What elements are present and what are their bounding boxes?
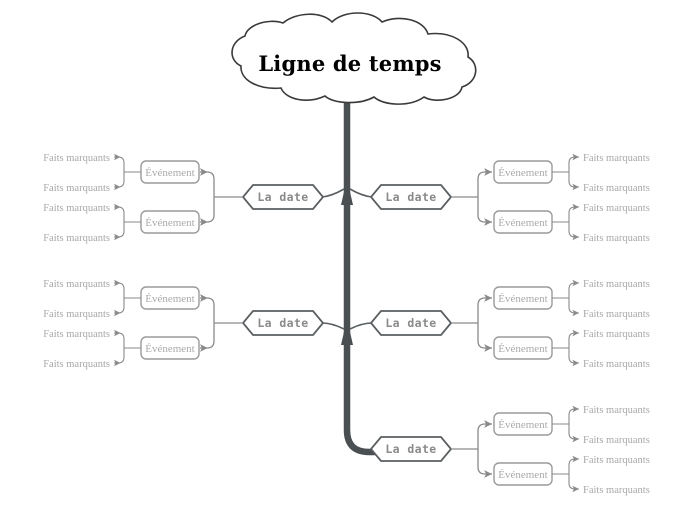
branch-right-3: La date Événement Faits marquants Faits … bbox=[369, 405, 650, 496]
fact-label: Faits marquants bbox=[583, 279, 650, 290]
date-node-left-1[interactable]: La date bbox=[241, 184, 325, 210]
fact-label: Faits marquants bbox=[43, 233, 110, 244]
fact-label: Faits marquants bbox=[43, 309, 110, 320]
date-node-left-2[interactable]: La date bbox=[241, 310, 325, 336]
event-node-left-2-b[interactable]: Événement bbox=[140, 336, 200, 360]
fact-label: Faits marquants bbox=[583, 233, 650, 244]
event-node-left-1-b[interactable]: Événement bbox=[140, 210, 200, 234]
event-node-right-1-a[interactable]: Événement bbox=[493, 160, 553, 184]
event-label: Événement bbox=[498, 293, 547, 305]
date-label: La date bbox=[385, 316, 436, 330]
event-label: Événement bbox=[145, 217, 194, 229]
fact-label: Faits marquants bbox=[583, 329, 650, 340]
root-cloud-node[interactable]: Ligne de temps bbox=[231, 12, 477, 105]
branch-right-2: La date Événement Faits marquants Faits … bbox=[349, 279, 650, 370]
fact-label: Faits marquants bbox=[583, 359, 650, 370]
central-trunk bbox=[341, 91, 385, 456]
event-node-right-2-b[interactable]: Événement bbox=[493, 336, 553, 360]
branch-right-1: La date Événement Faits marquants Faits … bbox=[349, 153, 650, 244]
date-label: La date bbox=[257, 316, 308, 330]
fact-label: Faits marquants bbox=[583, 153, 650, 164]
event-node-right-2-a[interactable]: Événement bbox=[493, 286, 553, 310]
event-label: Événement bbox=[498, 419, 547, 431]
fact-label: Faits marquants bbox=[583, 203, 650, 214]
fact-label: Faits marquants bbox=[583, 435, 650, 446]
event-node-left-2-a[interactable]: Événement bbox=[140, 286, 200, 310]
date-label: La date bbox=[257, 190, 308, 204]
event-label: Événement bbox=[498, 167, 547, 179]
event-label: Événement bbox=[145, 293, 194, 305]
fact-label: Faits marquants bbox=[43, 203, 110, 214]
branch-left-1: La date Événement Faits marquants Faits … bbox=[43, 153, 345, 244]
event-node-right-3-b[interactable]: Événement bbox=[493, 462, 553, 486]
fact-label: Faits marquants bbox=[43, 153, 110, 164]
event-node-right-1-b[interactable]: Événement bbox=[493, 210, 553, 234]
event-label: Événement bbox=[498, 343, 547, 355]
event-label: Événement bbox=[498, 217, 547, 229]
fact-label: Faits marquants bbox=[43, 183, 110, 194]
event-node-left-1-a[interactable]: Événement bbox=[140, 160, 200, 184]
date-label: La date bbox=[385, 190, 436, 204]
fact-label: Faits marquants bbox=[583, 183, 650, 194]
fact-label: Faits marquants bbox=[43, 329, 110, 340]
event-node-right-3-a[interactable]: Événement bbox=[493, 412, 553, 436]
fact-label: Faits marquants bbox=[583, 405, 650, 416]
event-label: Événement bbox=[145, 343, 194, 355]
date-node-right-1[interactable]: La date bbox=[369, 184, 453, 210]
branch-left-2: La date Événement Faits marquants Faits … bbox=[43, 279, 345, 370]
event-label: Événement bbox=[145, 167, 194, 179]
fact-label: Faits marquants bbox=[43, 279, 110, 290]
fact-label: Faits marquants bbox=[583, 309, 650, 320]
root-title: Ligne de temps bbox=[258, 51, 441, 76]
date-label: La date bbox=[385, 442, 436, 456]
fact-label: Faits marquants bbox=[583, 485, 650, 496]
fact-label: Faits marquants bbox=[43, 359, 110, 370]
fact-label: Faits marquants bbox=[583, 455, 650, 466]
date-node-right-3[interactable]: La date bbox=[369, 436, 453, 462]
date-node-right-2[interactable]: La date bbox=[369, 310, 453, 336]
event-label: Événement bbox=[498, 469, 547, 481]
